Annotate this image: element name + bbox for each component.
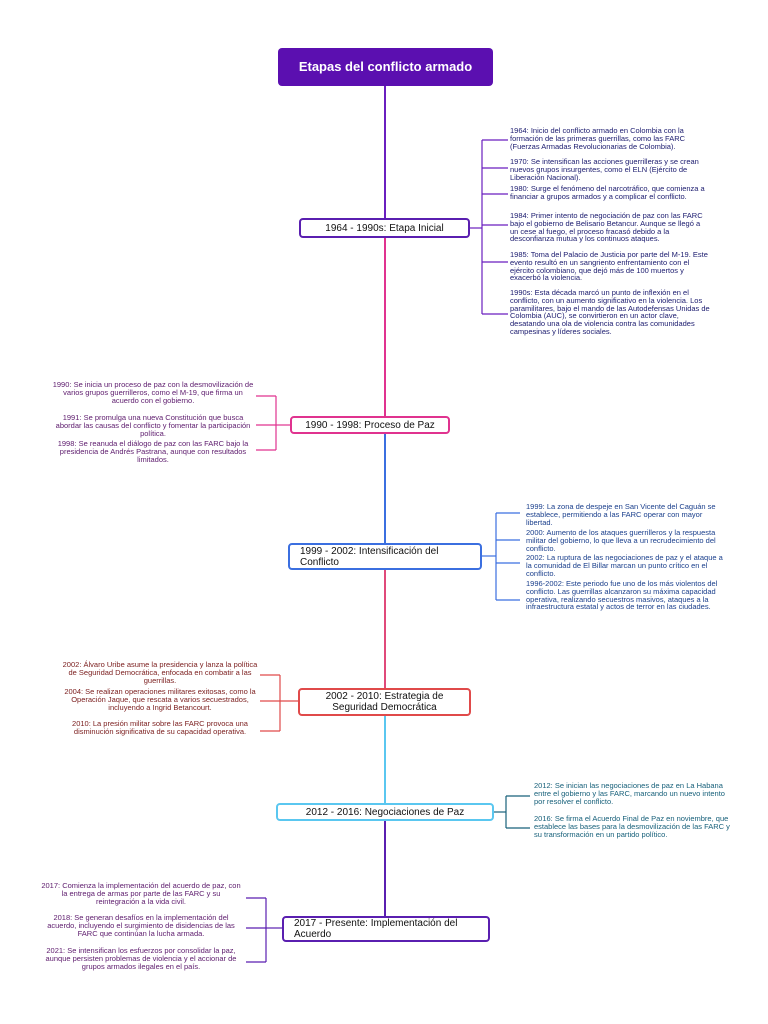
stage-label: 1999 - 2002: Intensificación del Conflic… (300, 545, 439, 568)
stage-node-2[interactable]: 1990 - 1998: Proceso de Paz (290, 416, 450, 434)
page-title: Etapas del conflicto armado (278, 48, 493, 86)
stage-label: 2017 - Presente: Implementación del Acue… (294, 918, 458, 940)
stage-4-note-3: 2010: La presión militar sobre las FARC … (72, 719, 248, 736)
stage-1-note-6: 1990s: Esta década marcó un punto de inf… (510, 288, 710, 336)
bracket-stage-1 (470, 139, 508, 315)
stage-2-note-1: 1990: Se inicia un proceso de paz con la… (52, 380, 254, 405)
bracket-stage-3 (482, 512, 520, 601)
stage-1-note-2: 1970: Se intensifican las acciones guerr… (510, 157, 699, 182)
bracket-stage-4 (260, 674, 298, 732)
stage-2-note-3: 1998: Se reanuda el diálogo de paz con l… (57, 439, 249, 464)
stage-3-note-1: 1999: La zona de despeje en San Vicente … (526, 502, 716, 527)
stage-1-note-4: 1984: Primer intento de negociación de p… (510, 211, 703, 244)
bracket-stage-6 (246, 897, 282, 963)
stage-2-note-2: 1991: Se promulga una nueva Constitución… (55, 413, 251, 438)
stage-3-note-3: 2002: La ruptura de las negociaciones de… (526, 553, 723, 578)
stage-1-note-5: 1985: Toma del Palacio de Justicia por p… (510, 250, 708, 283)
stage-node-1[interactable]: 1964 - 1990s: Etapa Inicial (299, 218, 470, 238)
stage-label: 2012 - 2016: Negociaciones de Paz (305, 806, 465, 818)
stage-6-note-3: 2021: Se intensifican los esfuerzos por … (45, 946, 237, 971)
stage-label: 1964 - 1990s: Etapa Inicial (325, 222, 444, 234)
stage-node-3[interactable]: 1999 - 2002: Intensificación del Conflic… (288, 543, 482, 570)
bracket-stage-5 (494, 795, 530, 829)
stage-5-note-2: 2016: Se firma el Acuerdo Final de Paz e… (534, 814, 730, 839)
stage-6-note-2: 2018: Se generan desafíos en la implemen… (47, 913, 235, 938)
stage-1-note-1: 1964: Inicio del conflicto armado en Col… (510, 126, 686, 151)
stage-3-note-2: 2000: Aumento de los ataques guerrillero… (526, 528, 716, 553)
stage-node-4[interactable]: 2002 - 2010: Estrategia de Seguridad Dem… (298, 688, 471, 716)
stage-1-note-3: 1980: Surge el fenómeno del narcotráfico… (510, 184, 705, 201)
stage-6-note-1: 2017: Comienza la implementación del acu… (41, 881, 241, 906)
stage-node-5[interactable]: 2012 - 2016: Negociaciones de Paz (276, 803, 494, 821)
stage-label: 1990 - 1998: Proceso de Paz (305, 419, 435, 431)
stage-3-note-4: 1996-2002: Este periodo fue uno de los m… (526, 579, 718, 612)
stage-4-note-2: 2004: Se realizan operaciones militares … (64, 687, 256, 712)
stage-4-note-1: 2002: Álvaro Uribe asume la presidencia … (62, 660, 258, 685)
stage-5-note-1: 2012: Se inician las negociaciones de pa… (534, 781, 725, 806)
bracket-stage-2 (256, 395, 290, 451)
stage-label: 2002 - 2010: Estrategia de Seguridad Dem… (325, 691, 444, 713)
stage-node-6[interactable]: 2017 - Presente: Implementación del Acue… (282, 916, 490, 942)
